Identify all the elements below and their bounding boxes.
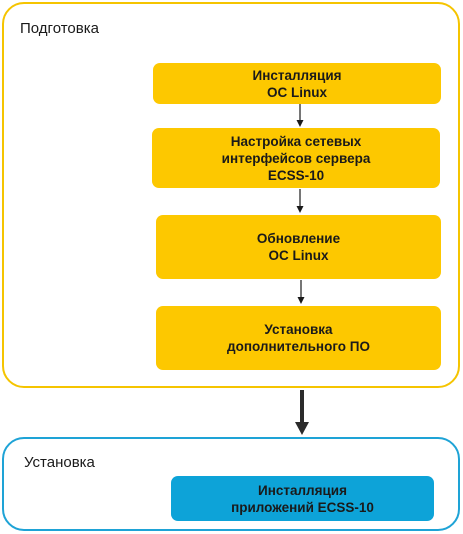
preparation-group-title: Подготовка: [20, 20, 99, 37]
step-update-linux: Обновление ОС Linux: [156, 215, 441, 279]
step-install-linux-label: Инсталляция ОС Linux: [252, 67, 342, 100]
step-configure-network-label: Настройка сетевых интерфейсов сервера EC…: [221, 133, 371, 183]
step-install-ecss-apps-label: Инсталляция приложений ECSS-10: [231, 482, 374, 515]
installation-group-title: Установка: [24, 454, 95, 471]
step-update-linux-label: Обновление ОС Linux: [256, 231, 341, 263]
step-install-extra-software-label: Установка дополнительного ПО: [227, 322, 370, 354]
step-install-extra-software: Установка дополнительного ПО: [156, 306, 441, 370]
step-configure-network: Настройка сетевых интерфейсов сервера EC…: [152, 128, 440, 188]
step-install-ecss-apps: Инсталляция приложений ECSS-10: [171, 476, 434, 521]
arrow-4: [295, 390, 309, 435]
step-install-linux: Инсталляция ОС Linux: [153, 63, 441, 104]
